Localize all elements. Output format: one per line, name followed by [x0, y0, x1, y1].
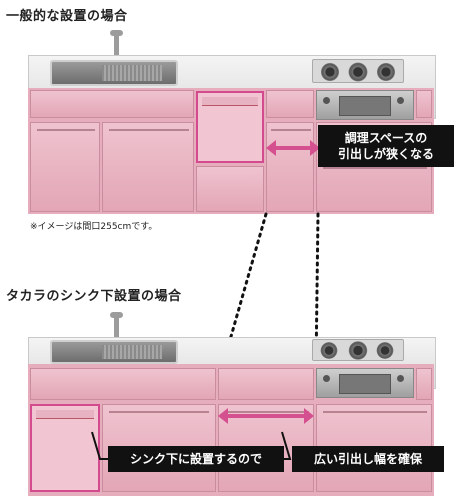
gas-hob-icon: [312, 59, 404, 83]
drawer-narrow: [266, 122, 314, 212]
callout-sink-install: シンク下に設置するので: [108, 446, 284, 472]
dishwasher-icon: [30, 404, 100, 492]
drawer-top-mid: [266, 90, 314, 118]
grill-oven-icon: [316, 90, 414, 120]
sink-icon: [50, 340, 178, 364]
dishwasher-icon: [196, 91, 264, 163]
faucet-icon: [114, 32, 119, 60]
drawer-top-left: [30, 90, 194, 118]
double-arrow-icon: [266, 140, 320, 156]
bottom-heading: タカラのシンク下設置の場合: [6, 289, 182, 304]
faucet-icon: [114, 314, 119, 342]
sink-icon: [50, 60, 178, 86]
top-heading: 一般的な設置の場合: [6, 9, 128, 24]
double-arrow-narrow: [272, 146, 312, 150]
double-arrow-icon: [218, 408, 314, 424]
callout-wide-drawer: 広い引出し幅を確保: [292, 446, 444, 472]
drawer-top-mid: [218, 368, 314, 400]
gas-hob-icon: [312, 339, 404, 361]
callout-narrow-space: 調理スペースの 引出しが狭くなる: [318, 125, 454, 167]
cabinet-door-2: [102, 122, 194, 212]
grill-oven-icon: [316, 368, 414, 398]
drawer-top-left: [30, 368, 216, 400]
width-note: ※イメージは間口255cmです。: [30, 222, 158, 232]
cabinet-door-1: [30, 122, 100, 212]
drawer-under-dishwasher: [196, 166, 264, 212]
